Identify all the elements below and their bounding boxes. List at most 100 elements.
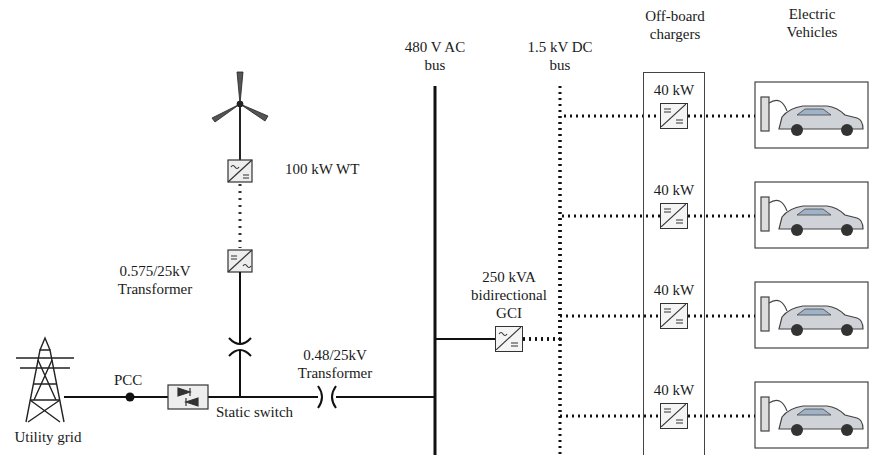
turbine-converter bbox=[228, 160, 252, 182]
converter-icon bbox=[660, 103, 688, 129]
converter-label: 40 kW bbox=[644, 281, 704, 299]
grid-tower bbox=[16, 358, 74, 368]
wind-turbine bbox=[239, 106, 241, 160]
converter-symbol bbox=[661, 304, 686, 327]
ev-box bbox=[755, 82, 868, 148]
static-switch bbox=[185, 398, 186, 406]
turbine-transformer bbox=[239, 272, 241, 345]
converter-symbol bbox=[661, 104, 686, 127]
turbine-converter bbox=[239, 184, 242, 248]
static-switch bbox=[189, 388, 190, 396]
turbine-transformer bbox=[239, 350, 241, 397]
ev-cable bbox=[688, 415, 755, 418]
label-text: 0.575/25kV Transformer bbox=[92, 262, 218, 298]
wind-turbine bbox=[237, 72, 243, 104]
converter-symbol bbox=[661, 304, 686, 327]
converter-block: 40 kW bbox=[644, 181, 704, 229]
ev-cable bbox=[688, 215, 755, 218]
converter-symbol bbox=[676, 220, 683, 223]
turbine-converter bbox=[231, 256, 237, 259]
ev-cable bbox=[688, 115, 755, 118]
turbine-transformer bbox=[229, 272, 251, 397]
ac-line bbox=[336, 396, 435, 398]
static-switch bbox=[168, 385, 208, 409]
label-text: Electric Vehicles bbox=[767, 5, 857, 41]
static-switch bbox=[186, 398, 198, 406]
converter-label: 40 kW bbox=[644, 81, 704, 99]
converter-block: 40 kW bbox=[644, 281, 704, 329]
label-text: 1.5 kV DC bus bbox=[525, 38, 595, 74]
ev-car bbox=[761, 197, 863, 236]
static-switch bbox=[178, 388, 190, 396]
ev-box bbox=[755, 182, 868, 248]
converter-symbol bbox=[661, 204, 686, 227]
grid-tower bbox=[40, 338, 50, 350]
converter-symbol bbox=[676, 320, 683, 323]
turbine-converter bbox=[228, 160, 252, 272]
pcc-point bbox=[126, 393, 135, 402]
converter-symbol bbox=[664, 409, 671, 412]
converter-symbol bbox=[499, 333, 507, 336]
converter-symbol bbox=[661, 204, 686, 227]
dc-link bbox=[523, 316, 660, 339]
label-text: Utility grid bbox=[2, 428, 94, 446]
label-text: Static switch bbox=[216, 403, 326, 421]
converter-symbol bbox=[664, 309, 671, 312]
turbine-converter bbox=[243, 265, 251, 268]
wind-turbine bbox=[240, 104, 268, 121]
label-text: 0.48/25kV Transformer bbox=[276, 346, 394, 382]
converter-label: 250 kVA bidirectional GCI bbox=[462, 268, 556, 322]
converter-symbol bbox=[661, 404, 686, 427]
converter-label: 40 kW bbox=[644, 181, 704, 199]
wind-turbine bbox=[212, 72, 268, 160]
turbine-converter bbox=[228, 250, 252, 272]
converter-symbol bbox=[676, 120, 683, 123]
converter-symbol bbox=[661, 104, 686, 127]
ev-box bbox=[755, 282, 868, 348]
grid-tower bbox=[28, 360, 60, 422]
ac-bus bbox=[434, 86, 437, 455]
ev-box bbox=[755, 82, 868, 448]
converter-icon bbox=[660, 403, 688, 429]
label-text: 100 kW WT bbox=[285, 160, 395, 178]
ac-line bbox=[332, 386, 336, 408]
grid-tower bbox=[26, 350, 64, 422]
converter-symbol bbox=[661, 204, 686, 227]
ac-line bbox=[208, 396, 318, 398]
group-heading: Off-board chargers bbox=[628, 7, 722, 43]
ev-car bbox=[761, 97, 863, 136]
label-text: 480 V AC bus bbox=[400, 38, 470, 74]
ev-cable bbox=[688, 315, 755, 318]
label-text: PCC bbox=[114, 371, 158, 389]
ev-car bbox=[761, 97, 863, 436]
ev-box bbox=[755, 382, 868, 448]
converter-symbol bbox=[496, 327, 521, 350]
turbine-converter bbox=[228, 160, 252, 182]
wind-turbine bbox=[212, 104, 240, 122]
static-switch bbox=[168, 385, 208, 409]
converter-block: 250 kVA bidirectional GCI bbox=[462, 268, 556, 352]
converter-block: 40 kW bbox=[644, 381, 704, 429]
converter-icon bbox=[495, 326, 523, 352]
converter-block: 40 kW bbox=[644, 81, 704, 129]
converter-symbol bbox=[661, 404, 686, 427]
turbine-converter bbox=[231, 166, 239, 169]
converter-symbol bbox=[676, 420, 683, 423]
converter-icon bbox=[660, 203, 688, 229]
grid-tower bbox=[16, 338, 74, 422]
converter-symbol bbox=[664, 209, 671, 212]
dc-link bbox=[523, 339, 660, 416]
dc-link bbox=[523, 216, 660, 339]
converter-label: 40 kW bbox=[644, 381, 704, 399]
converter-symbol bbox=[511, 343, 518, 346]
ev-car bbox=[761, 397, 863, 436]
converter-symbol bbox=[496, 327, 521, 350]
converter-icon bbox=[660, 303, 688, 329]
ac-line bbox=[318, 386, 322, 408]
converter-symbol bbox=[661, 304, 686, 327]
wind-turbine bbox=[237, 101, 243, 107]
charger-group-box: Off-board chargers40 kW40 kW40 kW40 kW bbox=[643, 72, 705, 455]
turbine-converter bbox=[243, 175, 249, 178]
ac-line bbox=[64, 396, 168, 398]
